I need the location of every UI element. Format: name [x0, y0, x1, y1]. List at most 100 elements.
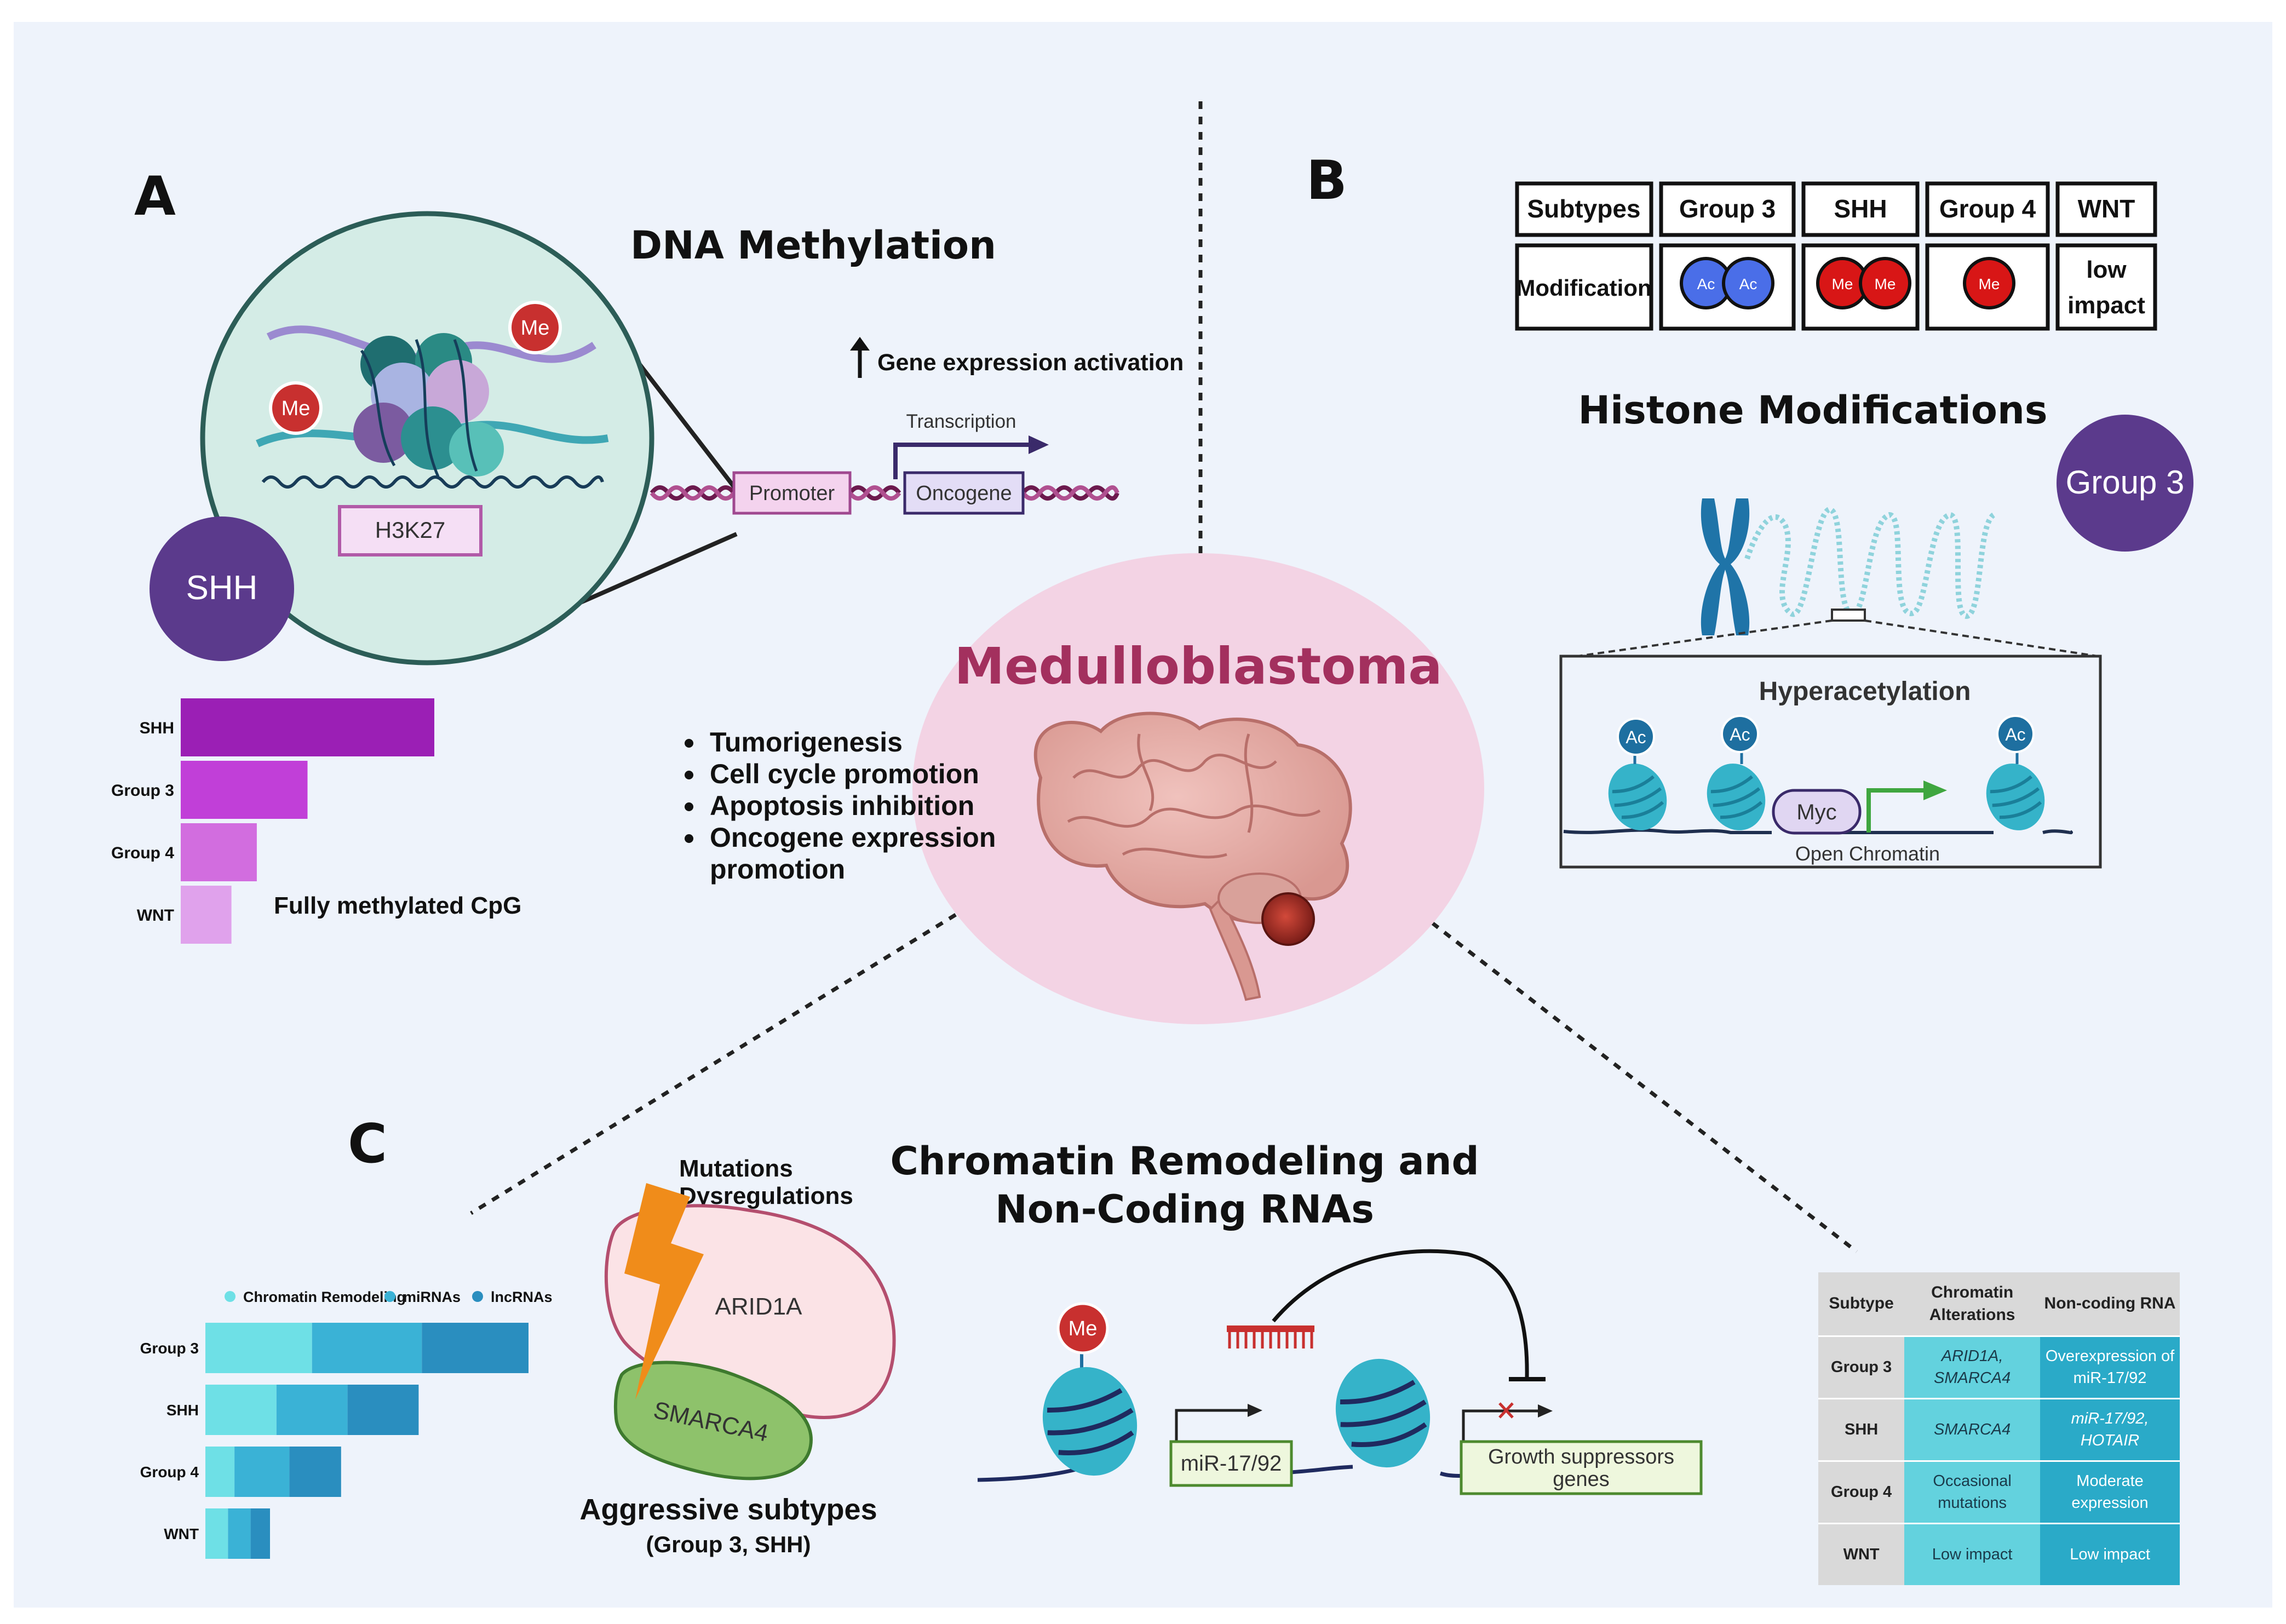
- bar-wnt: [181, 886, 232, 944]
- table-header-cell: Subtypes: [1527, 194, 1640, 223]
- panel-b-title: Histone Modifications: [1578, 388, 2048, 433]
- effect-item: promotion: [710, 854, 845, 885]
- mir-box: [1169, 1440, 1293, 1487]
- table-header-cell: Group 4: [1939, 194, 2036, 223]
- gene-expression-arrow: [850, 337, 870, 378]
- table-cell-subtype: Group 4: [1818, 1460, 1905, 1524]
- low-impact-text: impact: [2067, 292, 2145, 319]
- growth-arrowhead: [1538, 1404, 1553, 1418]
- table-cell-chromatin: ARID1A, SMARCA4: [1904, 1335, 2041, 1399]
- stacked-bar-segment: [347, 1385, 419, 1435]
- shh-badge: SHH: [150, 517, 294, 661]
- methyl-tag-right: Me: [508, 301, 562, 354]
- legend-swatch: [384, 1291, 395, 1302]
- stacked-bar-segment: [205, 1385, 277, 1435]
- stacked-bar-segment: [205, 1508, 228, 1559]
- category-label: WNT: [137, 906, 174, 925]
- mutations-label: Mutations: [679, 1155, 793, 1182]
- methyl-mark: Me: [1979, 276, 2000, 292]
- fully-methylated-label: Fully methylated CpG: [274, 892, 521, 919]
- transcription-label: Transcription: [906, 411, 1016, 432]
- blocked-x-icon: [1498, 1402, 1514, 1419]
- zoom-line-top: [633, 357, 739, 492]
- svg-text:Oncogene: Oncogene: [916, 482, 1012, 505]
- legend-label: lncRNAs: [491, 1289, 553, 1305]
- table-header-ncrna: Non-coding RNA: [2040, 1272, 2180, 1336]
- methylation-chart: SHH Group 3 Group 4 WNT: [111, 698, 434, 944]
- stacked-bar-segment: [228, 1508, 251, 1559]
- table-cell-subtype: Group 3: [1818, 1335, 1905, 1399]
- oncogene-box: Oncogene: [903, 471, 1025, 515]
- table-row: Group 3 ARID1A, SMARCA4 Overexpression o…: [1818, 1335, 2180, 1399]
- panel-a-title: DNA Methylation: [630, 223, 996, 268]
- mirna-comb-icon: [1227, 1325, 1314, 1348]
- stacked-bar-segment: [234, 1447, 290, 1497]
- category-label: Group 3: [111, 782, 174, 800]
- acetyl-mark: Ac: [1739, 276, 1757, 292]
- aggressive-subtypes-sub: (Group 3, SHH): [646, 1531, 811, 1557]
- svg-text:Me: Me: [282, 397, 311, 420]
- tumor-mass: [1261, 892, 1315, 946]
- modification-table: Subtypes Group 3 SHH Group 4 WNT Modific…: [1515, 181, 2157, 331]
- stacked-bar-segment: [312, 1323, 422, 1373]
- brain-illustration: [1033, 711, 1352, 1001]
- chromosome-illustration: [1577, 498, 2098, 657]
- open-chromatin-label: Open Chromatin: [1795, 842, 1940, 865]
- transcription-arrowhead: [1029, 435, 1049, 454]
- stacked-bar-segment: [422, 1323, 529, 1373]
- svg-text:Ac: Ac: [1626, 727, 1646, 747]
- category-label: Group 4: [140, 1464, 199, 1480]
- table-cell-subtype: SHH: [1818, 1398, 1905, 1461]
- category-label: SHH: [140, 719, 174, 737]
- panel-c-title-line2: Non-Coding RNAs: [995, 1187, 1374, 1232]
- growth-suppressors-line2: genes: [1553, 1468, 1610, 1491]
- effect-item: Tumorigenesis: [710, 727, 903, 758]
- smarca4-protein: [613, 1361, 813, 1480]
- methyl-tag-left: Me: [269, 381, 323, 435]
- stacked-bar-segment: [276, 1385, 348, 1435]
- table-cell-ncrna: Moderate expression: [2040, 1460, 2180, 1524]
- promoter-box: Promoter: [732, 471, 852, 515]
- modification-row-label: Modification: [1516, 275, 1651, 301]
- svg-text:Ac: Ac: [1730, 725, 1750, 744]
- legend-swatch: [472, 1291, 483, 1302]
- gene-expression-label: Gene expression activation: [877, 349, 1184, 376]
- nucleosome-c-right: [1335, 1358, 1431, 1468]
- table-header-cell: Group 3: [1679, 194, 1776, 223]
- h3k27-label: H3K27: [338, 505, 483, 556]
- effect-item: Cell cycle promotion: [710, 759, 979, 789]
- arid1a-label: ARID1A: [715, 1293, 803, 1320]
- mir-arrowhead: [1248, 1404, 1262, 1417]
- svg-text:H3K27: H3K27: [375, 517, 445, 543]
- repression-arc: [1272, 1249, 1529, 1378]
- zoom-line-bottom: [579, 532, 738, 605]
- effect-item: Apoptosis inhibition: [710, 790, 974, 821]
- table-header-subtype: Subtype: [1818, 1272, 1905, 1336]
- category-label: WNT: [164, 1525, 199, 1542]
- transcription-arrow: [893, 443, 1032, 479]
- stacked-bar-segment: [205, 1323, 312, 1373]
- bar-group-4: [181, 823, 257, 881]
- table-cell-ncrna: Overexpression of miR-17/92: [2040, 1335, 2180, 1399]
- hyperacetylation-title: Hyperacetylation: [1759, 677, 1971, 706]
- panel-c-letter: C: [348, 1113, 387, 1175]
- nucleosome-illustration: [256, 325, 609, 489]
- table-cell-ncrna: Low impact: [2040, 1523, 2180, 1585]
- stacked-bar-segment: [250, 1508, 270, 1559]
- category-label: Group 3: [140, 1340, 199, 1357]
- table-cell-subtype: WNT: [1818, 1523, 1905, 1585]
- category-label: Group 4: [111, 844, 174, 862]
- group3-badge: Group 3: [2057, 415, 2193, 552]
- table-header-cell: WNT: [2078, 194, 2135, 223]
- table-header-chromatin: Chromatin Alterations: [1904, 1272, 2041, 1336]
- table-cell-chromatin: Occasional mutations: [1904, 1460, 2041, 1524]
- mir-label: miR-17/92: [1181, 1451, 1282, 1476]
- nucleosomes-b: [1608, 750, 2045, 830]
- acetyl-marks-b: Ac Ac Ac: [1617, 715, 2035, 756]
- bar-group-3: [181, 761, 308, 819]
- dotted-dividers: [470, 101, 1858, 1253]
- svg-text:Ac: Ac: [2005, 725, 2025, 744]
- methyl-mark: Me: [1875, 276, 1896, 292]
- legend-label: Chromatin Remodeling: [243, 1289, 406, 1305]
